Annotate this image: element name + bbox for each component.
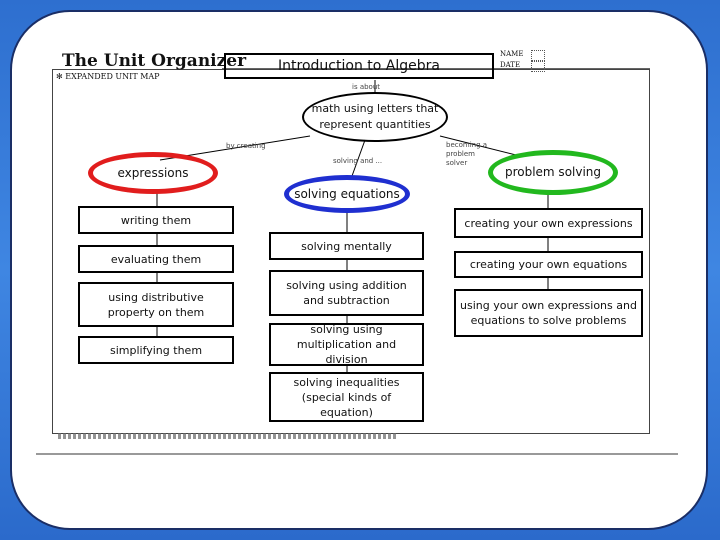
oval-solving-equations-label: solving equations [294,187,400,201]
expressions-item-1: writing them [78,206,234,234]
oval-expressions-label: expressions [117,166,189,180]
top-rule [222,68,650,69]
oval-problem-solving [488,150,618,195]
oval-solving-equations [284,175,410,213]
center-concept-text: math using letters that represent quanti… [311,102,439,131]
connector-left: by creating [226,142,266,150]
name-field[interactable] [531,50,545,61]
center-concept-oval [302,92,448,142]
connector-middle: solving and ... [333,157,383,165]
solving-item-4: solving inequalities (special kinds of e… [269,372,424,422]
map-label-text: EXPANDED UNIT MAP [65,72,160,81]
date-field[interactable] [531,61,545,72]
solving-item-3: solving using multiplication and divisio… [269,323,424,366]
problem-item-3: using your own expressions and equations… [454,289,643,337]
connector-is-about: is about [352,83,381,91]
unit-topic-box: Introduction to Algebra [224,53,494,79]
map-icon: ✻ [56,72,66,81]
oval-expressions [88,152,218,194]
problem-item-2: creating your own equations [454,251,643,278]
oval-problem-solving-label: problem solving [504,165,602,179]
expressions-item-3: using distributive property on them [78,282,234,327]
solving-item-2: solving using addition and subtraction [269,270,424,316]
connector-right: becoming a problem solver [446,141,488,167]
map-label: ✻ EXPANDED UNIT MAP [56,72,160,81]
solving-item-1: solving mentally [269,232,424,260]
page-title: The Unit Organizer [62,51,247,71]
expressions-item-4: simplifying them [78,336,234,364]
name-label: NAME [500,50,524,58]
date-label: DATE [500,61,521,69]
footer-note [58,433,398,439]
problem-item-1: creating your own expressions [454,208,643,238]
expressions-item-2: evaluating them [78,245,234,273]
